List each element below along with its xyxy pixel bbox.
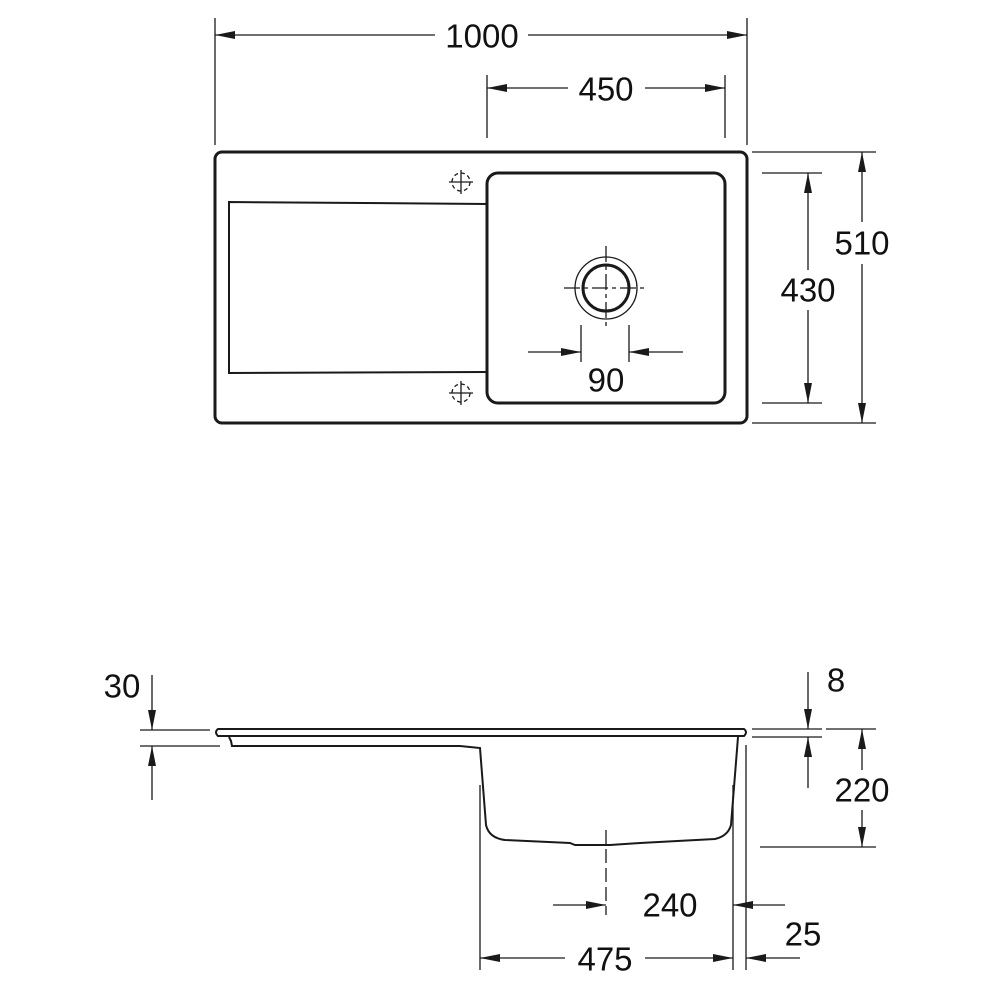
dimension-bowl-depth-side: 220 [760,728,890,848]
rim-profile [215,728,747,737]
top-view: 1000 450 [213,18,890,425]
dimension-label: 475 [577,941,632,978]
dimension-drain-diameter: 90 [528,325,683,399]
dimension-label: 1000 [445,18,518,55]
dimension-bowl-width-side: 475 [480,941,733,978]
dimension-overall-depth: 510 [752,151,890,424]
tap-hole-marker-icon [449,170,473,194]
sink-outline [213,150,749,425]
dimension-rim-thickness: 8 [752,662,845,788]
dimension-label: 220 [834,772,889,809]
dimension-label: 430 [780,272,835,309]
dimension-drain-offset: 240 [553,887,785,924]
dimension-label: 8 [827,662,845,699]
drainer-area [228,200,488,375]
dimension-label: 450 [578,71,633,108]
dimension-bowl-width: 450 [486,71,726,138]
dimension-edge-offset: 25 [746,916,822,962]
tap-hole-marker-icon [449,381,473,405]
drain-icon [564,246,648,330]
dimension-overall-width: 1000 [214,18,748,145]
dimension-label: 510 [834,225,889,262]
side-view: 30 8 220 240 [104,662,890,978]
dimension-label: 30 [104,668,141,705]
sink-bowl [485,171,727,405]
dimension-label: 240 [642,887,697,924]
dimension-label: 25 [785,916,822,953]
dimension-label: 90 [588,362,625,399]
bowl-profile [228,736,739,846]
dimension-bowl-depth: 430 [762,172,836,404]
dimension-drainer-depth: 30 [104,668,220,800]
